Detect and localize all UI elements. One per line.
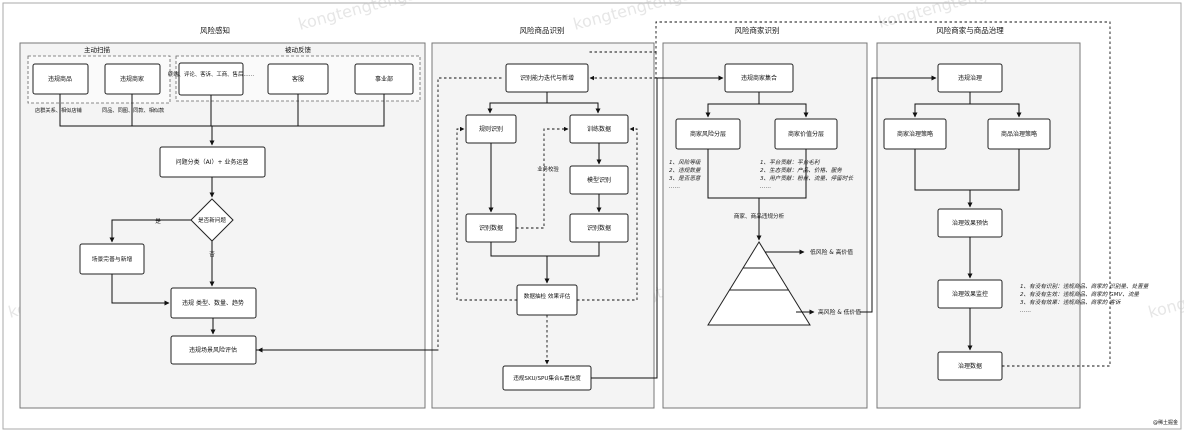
watermark: kongtengteng3	[571, 0, 694, 34]
node-verify[interactable]	[516, 284, 578, 316]
label-business-check: 业务校验	[537, 165, 559, 173]
node-rule-identify-label: 规则识别	[479, 125, 503, 133]
node-effect-monitor-label: 治理效果监控	[952, 290, 988, 298]
node-merchant-policy-label: 商家治理策略	[897, 130, 933, 138]
edge-pyramid-to-governance	[860, 75, 937, 313]
gov-note-3: 3、有没有效果：违规商品、商家的 客诉	[1020, 299, 1122, 306]
value-note-3: 3、用户贡献：粉丝、流量、停留时长	[760, 175, 853, 182]
edge-decision-yes	[109, 219, 191, 243]
risk-note-1: 1、风险等级	[669, 159, 701, 166]
watermark: kongtengteng3	[1146, 272, 1184, 322]
gov-note-more: ……	[1020, 308, 1031, 314]
note-similar-items: 同品、同图、同款、相似款	[102, 106, 165, 114]
node-customer-service-label: 客服	[292, 75, 304, 83]
edge-tiers-merge	[707, 149, 807, 199]
edge-feedback-rule	[456, 126, 517, 301]
gov-note-1: 1、有没有识别：违规商品、商家的 识别量、处置量	[1020, 283, 1150, 290]
risk-notes: 1、风险等级 2、违规数量 3、是否恶意 ……	[669, 159, 702, 190]
node-scene-improve-label: 场景完善与新增	[92, 255, 133, 263]
node-iterate-label: 识别能力迭代与新增	[520, 74, 574, 82]
watermark: kongtengteng3	[296, 0, 419, 34]
node-is-new-problem-label: 是否新问题	[198, 216, 226, 224]
node-violation-product-label: 违规商品	[48, 75, 72, 83]
edge-set-to-value	[759, 103, 809, 118]
governance-notes: 1、有没有识别：违规商品、商家的 识别量、处置量 2、有没有生效：违规商品、商家…	[1020, 283, 1150, 314]
value-note-more: ……	[760, 184, 771, 190]
note-store-relations: 店群关系、相似店铺	[35, 106, 82, 114]
risk-note-more: ……	[669, 184, 680, 190]
edge-gov-to-merchant-policy	[912, 92, 971, 118]
edge-iterate-to-train	[547, 102, 601, 114]
edge-gov-to-product-policy	[970, 103, 1022, 118]
edge-business-check	[516, 126, 569, 229]
node-output-sku-label: 违规SKU/SPU集合&置信度	[513, 374, 581, 382]
label-violation-analysis: 商家、商品违规分析	[734, 212, 785, 220]
node-rule-data-label: 识别数据	[479, 224, 503, 232]
column-title-perception: 风险感知	[200, 25, 230, 35]
column-title-governance: 风险商家与商品治理	[936, 25, 1004, 35]
node-violation-stats-label: 违规 类型、数量、趋势	[182, 299, 244, 307]
node-train-data-label: 训练数据	[587, 125, 611, 133]
label-high-risk-low-value: 高风险 & 低价值	[818, 308, 861, 316]
edge-output-to-merchant-set	[591, 75, 724, 379]
value-notes: 1、平台贡献：平台毛利 2、生态贡献：产品、价格、服务 3、用户贡献：粉丝、流量…	[760, 159, 853, 190]
value-note-1: 1、平台贡献：平台毛利	[760, 159, 821, 166]
group-title-active-scan: 主动扫描	[84, 45, 111, 54]
node-model-data-label: 识别数据	[587, 224, 611, 232]
edge-iterate-to-rule	[487, 92, 548, 114]
edge-rule-data-to-verify	[490, 242, 550, 284]
edge-bu-merge	[298, 94, 385, 127]
panel-merchant-identify	[662, 42, 868, 409]
edge-product-merge	[59, 94, 212, 127]
edge-model-data-to-verify	[547, 242, 600, 257]
edge-governance-feedback-arrow	[589, 52, 657, 81]
node-product-policy-label: 商品治理策略	[1001, 130, 1037, 138]
node-problem-classify-label: 问题分类（AI）+ 业务运营	[176, 158, 249, 166]
node-violation-merchant-label: 违规商家	[120, 75, 144, 83]
node-value-tier-label: 商家价值分层	[788, 130, 824, 138]
node-verify-label: 数据抽检 效果评估	[524, 292, 571, 300]
risk-note-2: 2、违规数量	[669, 167, 702, 174]
node-risk-tier-label: 商家风险分层	[690, 130, 726, 138]
node-terminal-feedback-label: 终端、评论、客诉、工商、售后……	[168, 70, 254, 78]
edge-scene-to-stats	[111, 274, 170, 306]
pyramid	[707, 241, 811, 326]
node-governance-label: 违规治理	[958, 74, 982, 82]
node-merchant-set-label: 违规商家集合	[741, 74, 777, 82]
corner-mark: @稀土掘金	[1153, 419, 1178, 426]
risk-note-3: 3、是否恶意	[669, 175, 702, 182]
gov-note-2: 2、有没有生效：违规商品、商家的 GMV、流量	[1020, 291, 1140, 298]
edge-governance-feedback	[588, 21, 1111, 367]
node-governance-data-label: 治理数据	[958, 362, 982, 370]
label-yes: 是	[155, 218, 161, 225]
node-model-identify-label: 模型识别	[587, 176, 611, 184]
column-title-merchant-identify: 风险商家识别	[735, 25, 780, 35]
group-title-passive-feedback: 被动反馈	[285, 45, 312, 54]
edge-policies-merge	[914, 149, 1020, 191]
edge-set-to-risk	[705, 92, 760, 118]
edge-feedback-train	[577, 126, 638, 301]
label-low-risk-high-value: 低风险 & 高价值	[810, 248, 853, 256]
node-terminal-feedback[interactable]	[178, 62, 244, 96]
label-no: 否	[209, 251, 215, 258]
value-note-2: 2、生态贡献：产品、价格、服务	[760, 167, 842, 174]
node-scene-risk-assess-label: 违规场景风险评估	[189, 346, 237, 354]
column-title-product-identify: 风险商品识别	[520, 25, 565, 35]
node-effect-estimate-label: 治理效果预估	[952, 219, 988, 227]
node-business-unit-label: 事业部	[375, 75, 393, 83]
